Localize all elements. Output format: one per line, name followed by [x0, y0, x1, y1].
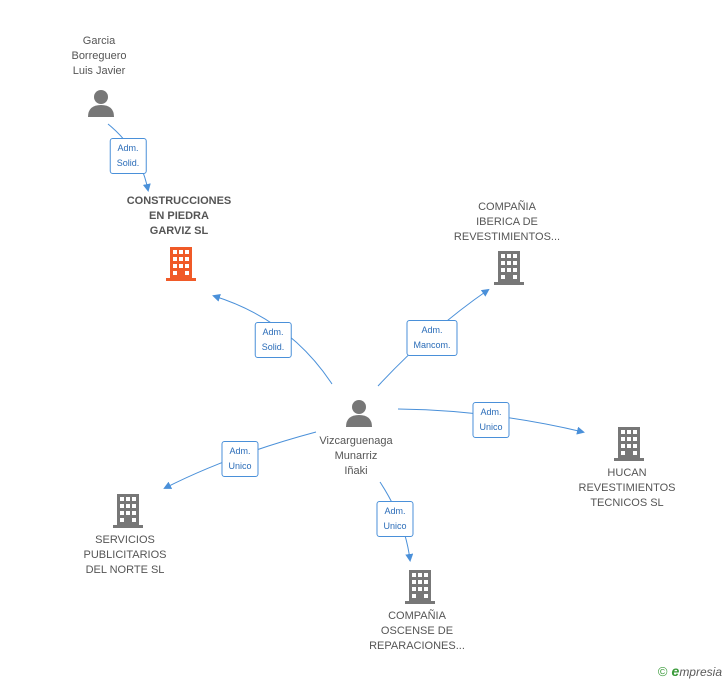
- building-icon: [166, 247, 196, 281]
- edge-label-garcia-construcciones[interactable]: Adm. Solid.: [109, 138, 147, 174]
- person-icon: [88, 90, 114, 117]
- edge-label-vizc-iberica[interactable]: Adm. Mancom.: [406, 320, 458, 356]
- empresia-watermark: © empresia: [658, 663, 722, 679]
- edge-label-vizc-hucan[interactable]: Adm. Unico: [472, 402, 510, 438]
- building-icon: [405, 570, 435, 604]
- building-icon: [614, 427, 644, 461]
- edge-label-vizc-oscense[interactable]: Adm. Unico: [376, 501, 414, 537]
- building-icon: [494, 251, 524, 285]
- node-label-vizcarguenaga[interactable]: Vizcarguenaga Munarriz Iñaki: [319, 435, 393, 477]
- node-label-hucan[interactable]: HUCAN REVESTIMIENTOS TECNICOS SL: [578, 467, 676, 509]
- building-icon: [113, 494, 143, 528]
- edge-label-vizc-servicios[interactable]: Adm. Unico: [221, 441, 259, 477]
- node-label-garcia[interactable]: Garcia Borreguero Luis Javier: [71, 35, 127, 77]
- node-label-oscense[interactable]: COMPAÑIA OSCENSE DE REPARACIONES...: [369, 610, 465, 652]
- node-label-servicios[interactable]: SERVICIOS PUBLICITARIOS DEL NORTE SL: [83, 534, 167, 576]
- empresia-logo: empresia: [671, 663, 722, 679]
- edge-label-vizc-construcciones[interactable]: Adm. Solid.: [254, 322, 292, 358]
- node-label-iberica[interactable]: COMPAÑIA IBERICA DE REVESTIMIENTOS...: [453, 201, 561, 243]
- copyright-icon: ©: [657, 663, 668, 679]
- person-icon: [346, 400, 372, 427]
- node-label-construcciones[interactable]: CONSTRUCCIONES EN PIEDRA GARVIZ SL: [126, 195, 232, 237]
